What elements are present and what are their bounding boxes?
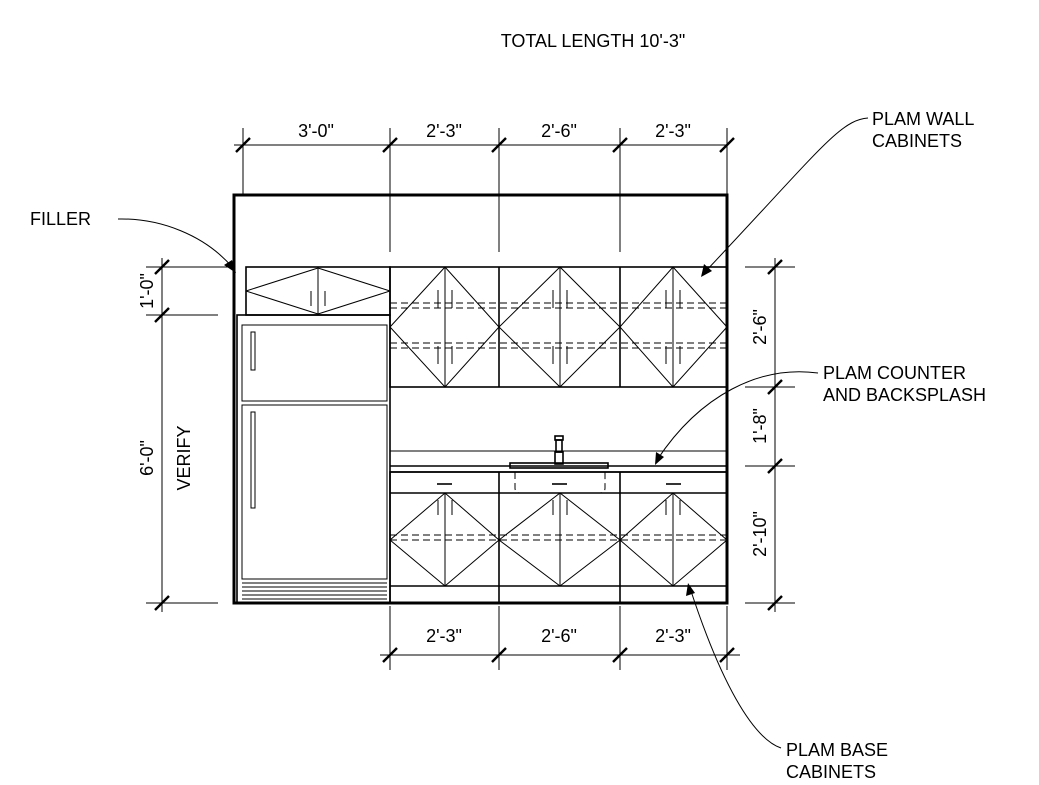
base-cabinets	[389, 471, 728, 604]
counter-and-backsplash	[389, 450, 727, 473]
callout-counter: PLAM COUNTER AND BACKSPLASH	[655, 363, 986, 465]
svg-text:PLAM COUNTER: PLAM COUNTER	[823, 363, 966, 383]
left-dimension-string: 1'-0" 6'-0" VERIFY	[137, 258, 234, 612]
top-dimension-string: 3'-0" 2'-3" 2'-6" 2'-3"	[234, 121, 735, 252]
top-dim-3: 2'-6"	[541, 121, 577, 141]
right-dim-backsplash: 1'-8"	[750, 408, 770, 444]
svg-text:CABINETS: CABINETS	[786, 762, 876, 782]
svg-text:AND BACKSPLASH: AND BACKSPLASH	[823, 385, 986, 405]
svg-text:CABINETS: CABINETS	[872, 131, 962, 151]
svg-text:PLAM WALL: PLAM WALL	[872, 109, 974, 129]
left-dim-refrigerator: 6'-0"	[137, 440, 157, 476]
top-dim-1: 3'-0"	[298, 121, 334, 141]
right-dim-base-cabinet: 2'-10"	[750, 511, 770, 557]
callout-filler: FILLER	[30, 209, 236, 273]
right-dim-wall-cabinet: 2'-6"	[750, 309, 770, 345]
wall-cabinets	[389, 266, 728, 388]
bottom-dimension-string: 2'-3" 2'-6" 2'-3"	[380, 606, 740, 670]
top-dim-4: 2'-3"	[655, 121, 691, 141]
sink	[509, 435, 609, 494]
right-dimension-string: 2'-6" 1'-8" 2'-10"	[745, 258, 795, 612]
refrigerator	[236, 314, 391, 604]
callout-wall-cabinets: PLAM WALL CABINETS	[701, 109, 974, 277]
svg-text:PLAM BASE: PLAM BASE	[786, 740, 888, 760]
elevation-body	[232, 193, 729, 605]
top-dim-2: 2'-3"	[426, 121, 462, 141]
left-dim-filler: 1'-0"	[137, 273, 157, 309]
callout-base-cabinets: PLAM BASE CABINETS	[686, 583, 888, 782]
bottom-dim-2: 2'-6"	[541, 626, 577, 646]
filler-cabinet	[245, 266, 391, 316]
svg-text:FILLER: FILLER	[30, 209, 91, 229]
bottom-dim-1: 2'-3"	[426, 626, 462, 646]
left-dim-verify: VERIFY	[174, 425, 194, 490]
bottom-dim-3: 2'-3"	[655, 626, 691, 646]
total-length-title: TOTAL LENGTH 10'-3"	[501, 31, 686, 51]
